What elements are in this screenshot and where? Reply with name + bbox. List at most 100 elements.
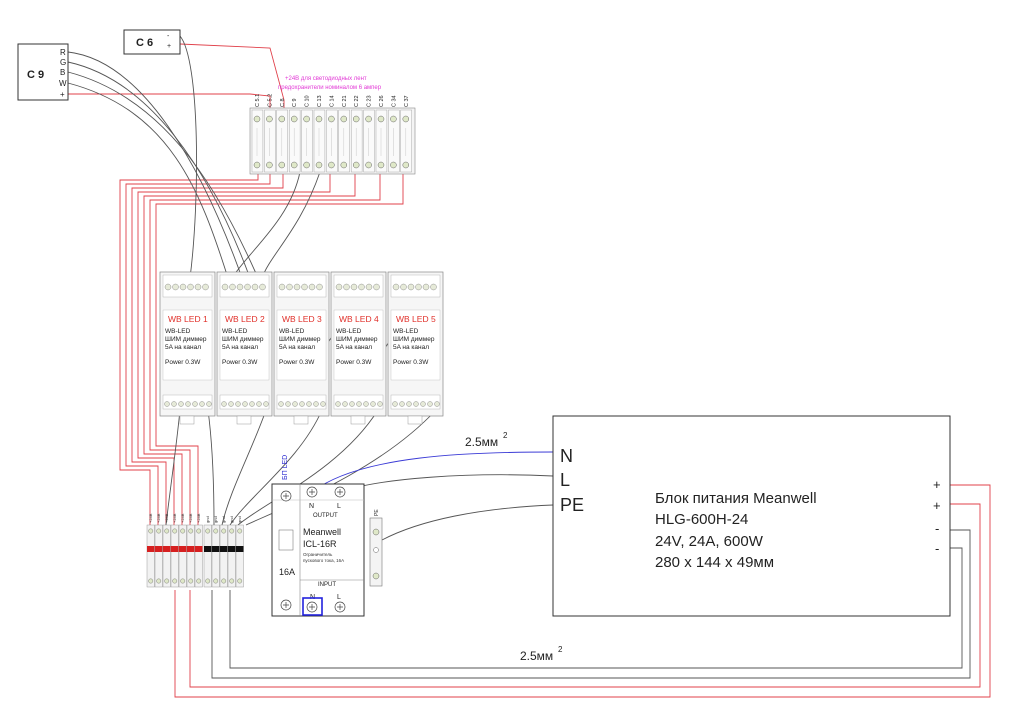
dimmer-line1: WB-LED bbox=[222, 328, 248, 335]
c9-pin-g: G bbox=[60, 58, 66, 67]
terminal-plus: +24В bbox=[170, 513, 179, 588]
limiter-desc2: пускового тока, 16A bbox=[303, 558, 344, 563]
psu-line2: HLG-600H-24 bbox=[655, 511, 748, 528]
dimmer-line3: 5A на канал bbox=[222, 344, 258, 351]
terminal-gnd: gnd bbox=[219, 516, 228, 588]
dimmer-title: WB LED 4 bbox=[339, 314, 379, 324]
dimmer-line2: ШИМ диммер bbox=[336, 336, 378, 343]
terminal-gnd-label: gnd bbox=[229, 516, 234, 523]
dimmer-line3: 5A на канал bbox=[165, 344, 201, 351]
cable-bottom-label: 2.5мм 2 bbox=[520, 645, 563, 663]
terminal-plus-label: +24В bbox=[148, 513, 153, 523]
limiter-in-l: L bbox=[337, 594, 341, 601]
cable-top-text: 2.5мм bbox=[465, 435, 498, 449]
c9-pin-r: R bbox=[60, 48, 66, 57]
dimmer-power: Power 0.3W bbox=[222, 359, 258, 366]
psu-n: N bbox=[560, 446, 573, 466]
pe-terminal: PE bbox=[369, 509, 383, 587]
terminal-plus-label: +24В bbox=[164, 513, 169, 523]
inrush-limiter: N L OUTPUT Meanwell ICL-16R Ограничитель… bbox=[271, 483, 365, 617]
dimmer-line2: ШИМ диммер bbox=[279, 336, 321, 343]
terminal-gnd: gnd bbox=[203, 516, 212, 588]
c9-box: C 9 R G B W + bbox=[17, 43, 69, 101]
fuse-note-line2: предохранители номиналом 6 ампер bbox=[278, 85, 382, 91]
limiter-desc1: Ограничитель bbox=[303, 552, 333, 557]
terminal-plus: +24В bbox=[162, 513, 171, 588]
cable-top-label: 2.5мм 2 bbox=[465, 431, 508, 449]
fuse-label: C 26 bbox=[379, 95, 385, 107]
fuse-cell: C 14 bbox=[326, 95, 338, 173]
fuse-cell: C 5.1 bbox=[251, 94, 264, 173]
dimmer-title: WB LED 3 bbox=[282, 314, 322, 324]
fuse-label: C 5.1 bbox=[255, 94, 261, 107]
dimmer-power: Power 0.3W bbox=[279, 359, 315, 366]
dimmer-line3: 5A на канал bbox=[336, 344, 372, 351]
terminal-plus-label: +24В bbox=[188, 513, 193, 523]
c9-pin-b: B bbox=[60, 68, 65, 77]
dimmer-title: WB LED 5 bbox=[396, 314, 436, 324]
cable-bottom-sup: 2 bbox=[558, 645, 563, 654]
c6-minus: - bbox=[167, 33, 170, 40]
cable-top-sup: 2 bbox=[503, 431, 508, 440]
psu-out-1: + bbox=[933, 477, 941, 492]
psu-l: L bbox=[560, 470, 570, 490]
terminal-gnd-label: gnd bbox=[237, 516, 242, 523]
psu-box: N L PE Блок питания Meanwell HLG-600H-24… bbox=[552, 415, 951, 617]
fuse-cell: C 37 bbox=[400, 95, 412, 173]
dimmer-line1: WB-LED bbox=[279, 328, 305, 335]
fuse-cell: C 22 bbox=[351, 95, 363, 173]
psu-line4: 280 x 144 x 49мм bbox=[655, 554, 774, 571]
c9-pins: R G B W + bbox=[59, 48, 67, 99]
terminal-plus-label: +24В bbox=[196, 513, 201, 523]
dimmer-line1: WB-LED bbox=[336, 328, 362, 335]
dimmer-title: WB LED 1 bbox=[168, 314, 208, 324]
dimmer-power: Power 0.3W bbox=[393, 359, 429, 366]
fuse-label: C 14 bbox=[329, 95, 335, 107]
fuse-cell: C 8 bbox=[276, 98, 288, 173]
terminal-plus: +24В bbox=[194, 513, 203, 588]
psu-pe: PE bbox=[560, 495, 584, 515]
fuse-label: C 23 bbox=[367, 95, 373, 107]
cable-bottom-text: 2.5мм bbox=[520, 649, 553, 663]
fuse-cell: C 5.2 bbox=[264, 94, 276, 173]
c6-title: C 6 bbox=[136, 37, 153, 49]
fuse-label: C 8 bbox=[280, 98, 286, 107]
fuse-label: C 9 bbox=[292, 98, 298, 107]
terminal-gnd-label: gnd bbox=[213, 516, 218, 523]
terminal-plus-label: +24В bbox=[156, 513, 161, 523]
terminal-plus-label: +24В bbox=[172, 513, 177, 523]
psu-out-3: - bbox=[935, 521, 939, 536]
psu-line3: 24V, 24A, 600W bbox=[655, 533, 764, 550]
dimmer-line3: 5A на канал bbox=[393, 344, 429, 351]
terminal-plus: +24В bbox=[186, 513, 195, 588]
c9-title: C 9 bbox=[27, 69, 44, 81]
fuse-cell: C 26 bbox=[375, 95, 388, 173]
fuse-cell: C 34 bbox=[388, 95, 400, 173]
limiter-input-label: INPUT bbox=[318, 582, 336, 588]
dimmer-power: Power 0.3W bbox=[336, 359, 372, 366]
psu-out-4: - bbox=[935, 541, 939, 556]
terminal-gnd: gnd bbox=[227, 516, 236, 588]
wires bbox=[67, 35, 991, 698]
terminal-gnd: gnd bbox=[211, 516, 220, 588]
fuse-label: C 22 bbox=[354, 95, 360, 107]
terminals-plus: +24В+24В+24В+24В+24В+24В+24В bbox=[146, 513, 203, 588]
pe-terminal-label: PE bbox=[374, 509, 380, 516]
fuse-label: C 5.2 bbox=[267, 94, 273, 107]
limiter-name2: ICL-16R bbox=[303, 539, 337, 549]
terminal-plus: +24В bbox=[154, 513, 163, 588]
psu-line1: Блок питания Meanwell bbox=[655, 490, 817, 507]
dimmer-title: WB LED 2 bbox=[225, 314, 265, 324]
terminal-plus: +24В bbox=[178, 513, 187, 588]
terminal-gnd-label: gnd bbox=[205, 516, 210, 523]
terminal-gnd-label: gnd bbox=[221, 516, 226, 523]
